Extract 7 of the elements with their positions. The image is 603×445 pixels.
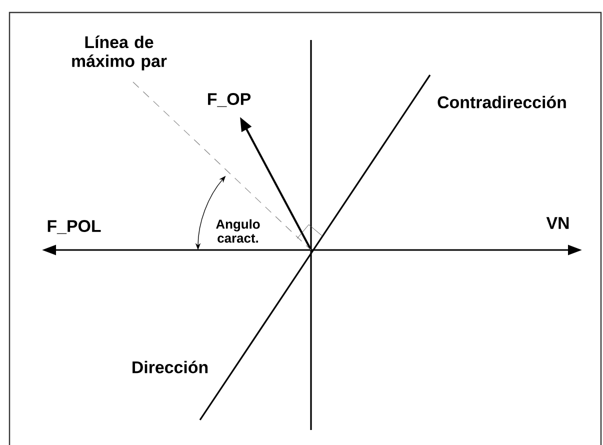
line-label: Contradirección bbox=[438, 96, 566, 108]
vector-label: F_POL bbox=[48, 220, 101, 234]
line-label: Línea de máximo par bbox=[72, 36, 167, 70]
vector-label: F_OP bbox=[208, 93, 251, 107]
line-label: Dirección bbox=[132, 360, 208, 374]
angle-label: Angulo caract. bbox=[216, 219, 260, 243]
vector-label: VN bbox=[546, 217, 569, 229]
